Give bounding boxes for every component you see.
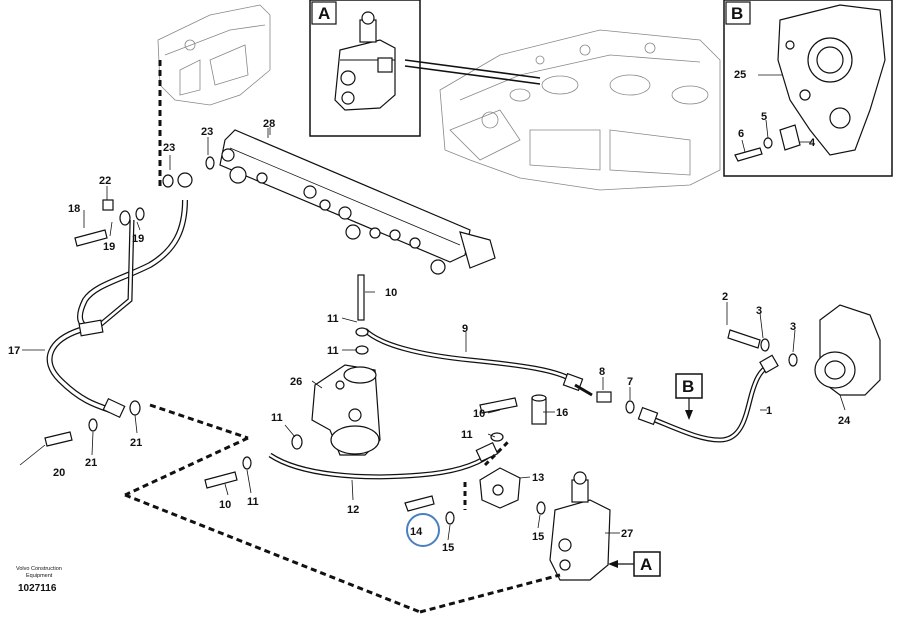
- part-label-20: 20: [53, 467, 65, 479]
- part-label-25: 25: [734, 69, 746, 81]
- part-label-8: 8: [599, 366, 605, 378]
- part-label-15: 15: [532, 531, 544, 543]
- part-label-3: 3: [756, 305, 762, 317]
- detail-box-b-label: B: [731, 4, 743, 23]
- part-label-11: 11: [461, 429, 473, 441]
- callout-b-label: B: [682, 377, 694, 396]
- part-label-5: 5: [761, 111, 767, 123]
- callout-b: B: [675, 373, 703, 420]
- document-id: 1027116: [18, 583, 57, 594]
- part-label-6: 6: [738, 128, 744, 140]
- engine-head-sketch: [157, 4, 271, 106]
- engine-block-sketch: [439, 29, 721, 191]
- dashed-connection-lines: [124, 403, 561, 614]
- part-label-9: 9: [462, 323, 468, 335]
- part-label-3: 3: [790, 321, 796, 333]
- part-label-19: 19: [132, 233, 144, 245]
- part-label-2: 2: [722, 291, 728, 303]
- part-label-18: 18: [68, 203, 80, 215]
- filter-housing: [311, 274, 381, 456]
- part-label-14: 14: [410, 526, 423, 538]
- part-label-22: 22: [99, 175, 111, 187]
- brand-block: Volvo Construction Equipment 1027116: [16, 566, 62, 594]
- part-label-11: 11: [327, 313, 339, 325]
- part-labels: 22 18 19 19 23 23 28 17 20 21 21 10 11 1…: [8, 69, 851, 554]
- feed-pipe: [363, 328, 593, 397]
- part-label-28: 28: [263, 118, 275, 130]
- part-label-21: 21: [130, 437, 142, 449]
- pipe-12: [204, 394, 547, 489]
- part-label-10: 10: [219, 499, 231, 511]
- part-label-10: 10: [473, 408, 485, 420]
- part-label-11: 11: [327, 345, 339, 357]
- valve-assembly: [404, 438, 611, 581]
- detail-box-a-label: A: [318, 4, 330, 23]
- pump: [727, 304, 881, 396]
- part-label-24: 24: [838, 415, 851, 427]
- fuel-rail: [219, 128, 496, 275]
- part-label-15: 15: [442, 542, 454, 554]
- part-label-16: 16: [556, 407, 568, 419]
- part-label-11: 11: [247, 496, 259, 508]
- pipe-1: [596, 354, 779, 443]
- part-label-13: 13: [532, 472, 544, 484]
- part-label-12: 12: [347, 504, 359, 516]
- part-label-23: 23: [163, 142, 175, 154]
- highlight-circle: [406, 513, 440, 547]
- part-label-21: 21: [85, 457, 97, 469]
- part-label-10: 10: [385, 287, 397, 299]
- part-label-23: 23: [201, 126, 213, 138]
- leader-lines: [19, 127, 846, 541]
- part-label-7: 7: [627, 376, 633, 388]
- detail-box-b: B: [723, 0, 893, 177]
- part-label-19: 19: [103, 241, 115, 253]
- brand-line-2: Equipment: [26, 573, 53, 579]
- detail-box-a: A: [309, 0, 541, 137]
- part-label-4: 4: [809, 137, 816, 149]
- callout-a: A: [608, 551, 661, 577]
- callout-a-label: A: [640, 555, 652, 574]
- brand-line-1: Volvo Construction: [16, 566, 62, 572]
- part-label-11: 11: [271, 412, 283, 424]
- part-label-17: 17: [8, 345, 20, 357]
- part-label-27: 27: [621, 528, 633, 540]
- left-return-hose: [44, 60, 215, 447]
- part-label-1: 1: [766, 405, 772, 417]
- part-label-26: 26: [290, 376, 302, 388]
